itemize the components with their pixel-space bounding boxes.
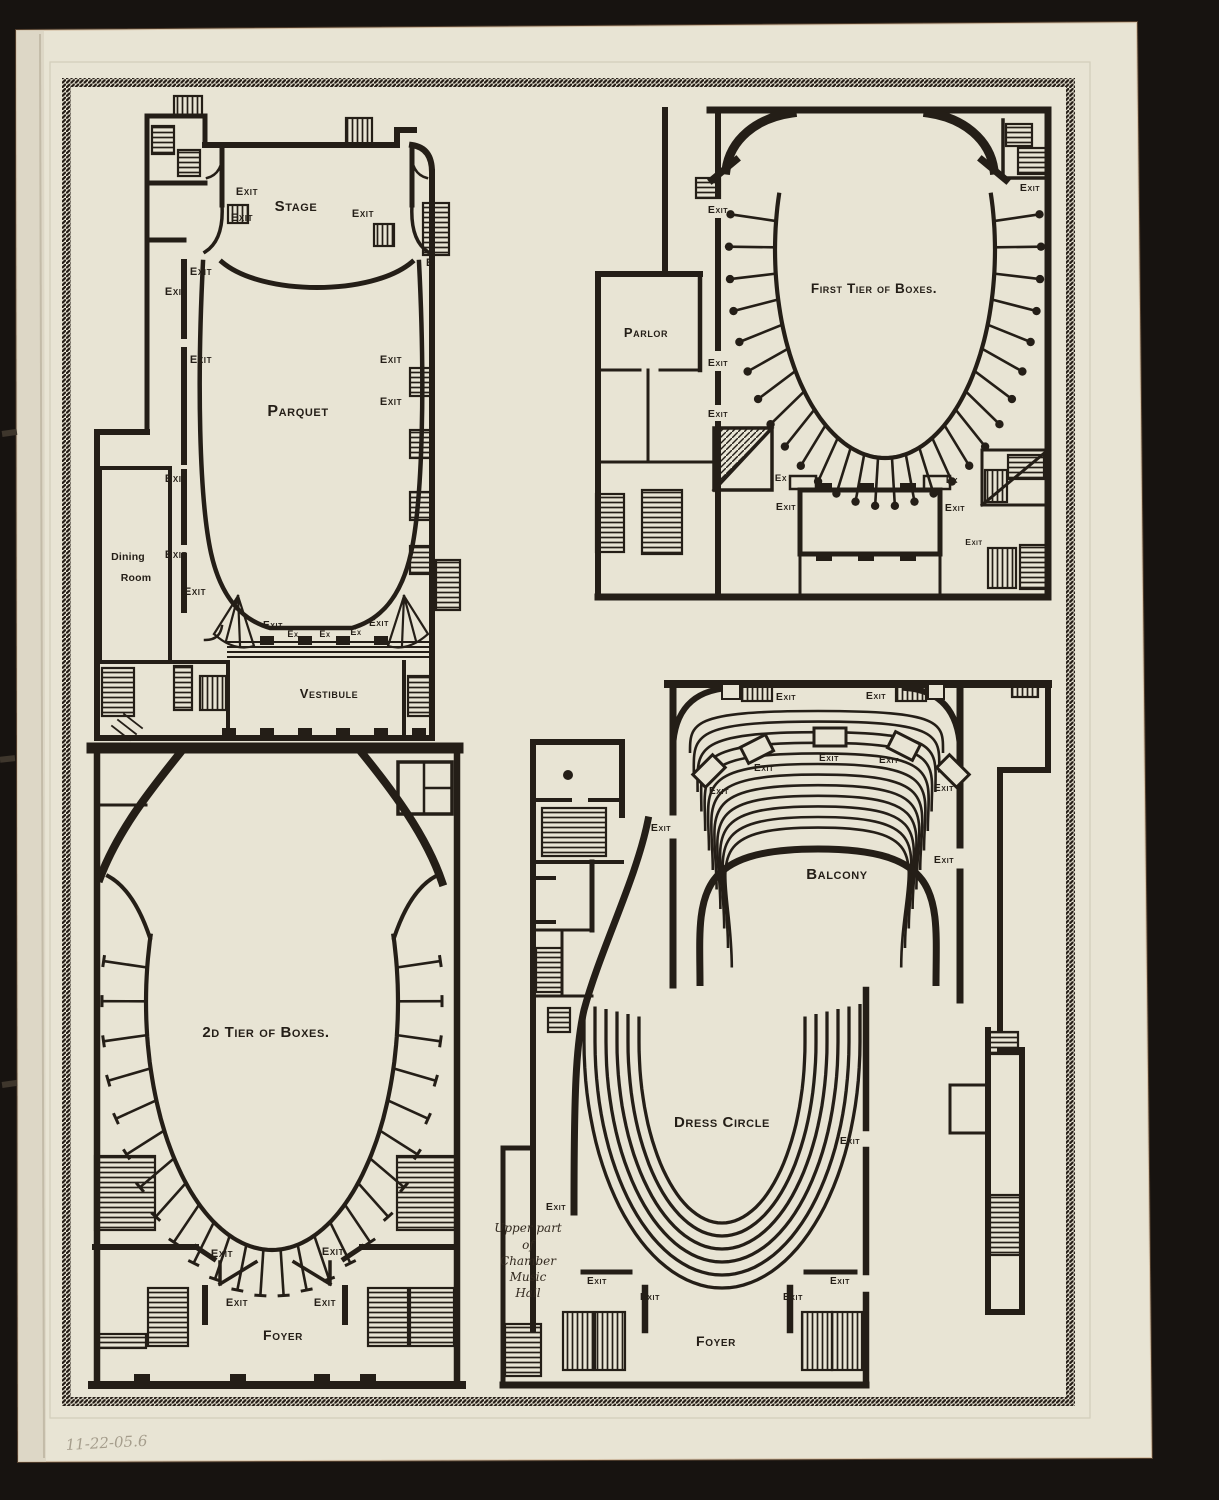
exit-label: Exit [190,354,212,366]
parquet-label: Parquet [267,403,328,420]
ex-label: Ex [775,473,787,484]
first-tier-box-ring [724,192,1046,510]
ghost-offset-line [49,61,1091,1419]
exit-label: Exit [879,755,899,766]
exit-label: Exit [546,1201,566,1213]
ex-label: Ex [946,475,958,486]
exit-label: Exit [380,354,402,366]
plan-first-tier: First Tier of Boxes. Parlor Exit Exit Ex… [594,106,1052,601]
plan-parquet: Stage Exit Exit Exit E Exit Exit Exit Ex… [94,94,462,742]
exit-label: Exit [380,396,402,408]
exit-label: Exit [830,1276,850,1287]
exit-label: Exit [190,266,212,278]
handwritten-date: 11-22-05.6 [65,1432,148,1454]
exit-label: Exit [866,690,886,702]
exit-label: Exit [934,854,954,866]
chamber-hall-label: of [522,1238,536,1252]
stage-label: Stage [275,198,318,215]
foyer-label: Foyer [696,1333,736,1349]
exit-label: Exit [236,186,258,198]
exit-label: Exit [587,1276,607,1287]
exit-label: Exit [708,204,728,216]
balcony-exit-doors [690,726,972,790]
page-crease [39,33,45,1459]
exit-label: Exit [776,501,796,513]
plan-second-tier: 2d Tier of Boxes. Exit Exit Exit Exit Fo… [86,742,466,1389]
exit-label: Exit [184,586,206,598]
binding-shade [16,30,46,1462]
chamber-hall-label: Music [509,1270,547,1284]
exit-label: Exit [819,753,839,764]
exit-label: Exit [314,1297,336,1309]
ex-label: Ex [287,629,298,639]
vestibule-label: Vestibule [300,686,359,701]
exit-label: Exit [640,1292,660,1303]
room-label: Room [121,572,152,584]
dress-circle-rows [582,1004,862,1290]
e-label: E [426,257,434,269]
foyer-label: Foyer [263,1327,303,1343]
exit-label: Exit [709,786,729,797]
exit-label: Exit [708,408,728,420]
exit-label: Exit [783,1292,803,1303]
binding-stitches [0,428,18,1088]
exit-label: Exit [708,357,728,369]
exit-label: Exit [226,1297,248,1309]
exit-label: Exit [945,502,965,514]
first-tier-title: First Tier of Boxes. [811,281,937,296]
exit-label: Exit [165,549,187,561]
exit-label: Exit [1020,182,1040,194]
balcony-label: Balcony [806,866,868,883]
chamber-hall-label: Upper part [494,1221,562,1235]
parlor-label: Parlor [624,325,668,340]
exit-label: Exit [322,1246,344,1258]
chamber-hall-label: Chamber [500,1254,557,1268]
plan-balcony-dress-circle: Exit Exit Exit Exit Exit Exit Exit Exit … [494,680,1052,1389]
exit-label: Exit [165,473,187,485]
exit-label: Exit [754,763,774,774]
exit-label: Exit [369,618,389,629]
ex-label: Ex [350,627,361,637]
chamber-hall-label: Hall [514,1286,540,1300]
exit-label: Exit [965,537,982,547]
ex-label: Ex [319,629,330,639]
dining-label: Dining [111,551,145,563]
exit-label: Exit [211,1248,233,1260]
exit-label: Exit [352,208,374,220]
exit-label: Exit [934,783,954,794]
fan-stairs [212,594,430,649]
exit-label: Exit [651,822,671,834]
exit-label: Exit [776,691,796,703]
second-tier-title: 2d Tier of Boxes. [202,1024,329,1041]
exit-label: Exit [165,286,187,298]
dress-circle-label: Dress Circle [674,1114,770,1131]
exit-label: Exit [263,620,283,631]
exit-label: Exit [231,212,253,224]
exit-label: Exit [840,1135,860,1147]
hatched-border [62,78,1075,1406]
